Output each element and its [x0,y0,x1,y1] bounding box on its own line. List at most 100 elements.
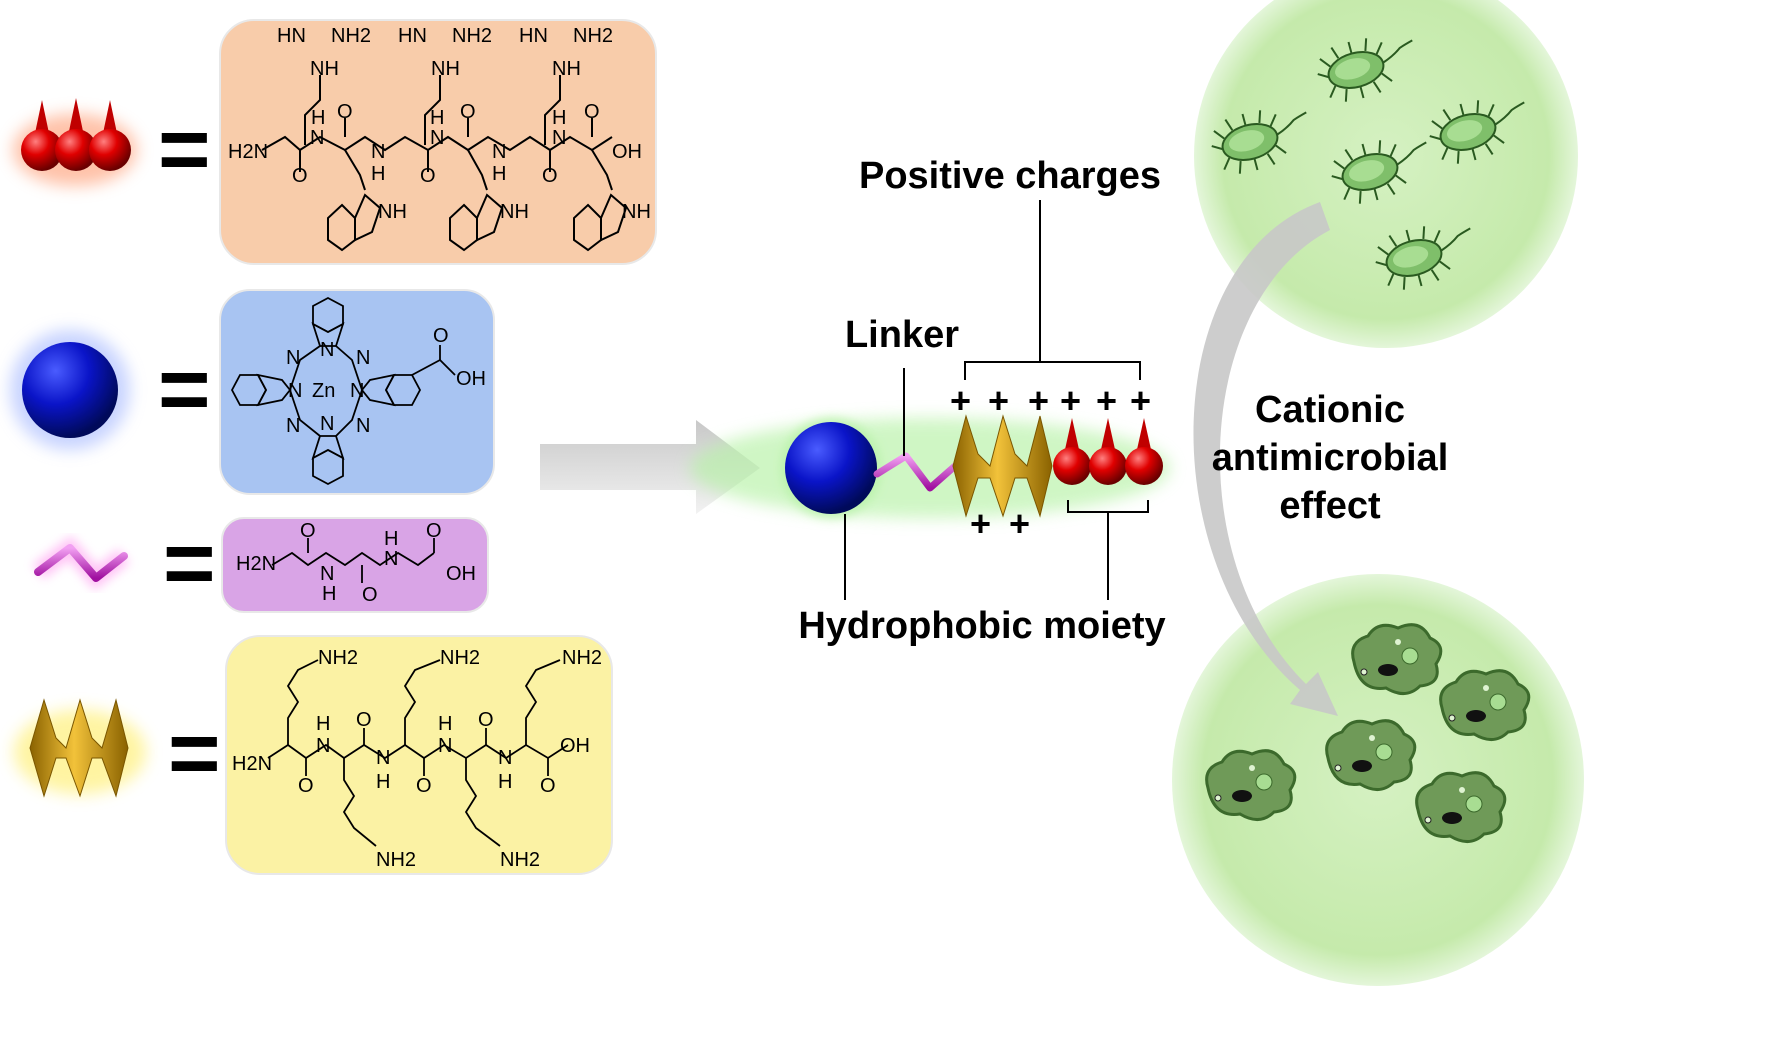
pink-linker-icon [32,535,130,591]
chem-label: NH2 [331,25,371,47]
positive-charge-signs: + + + + + + + + [950,380,1151,544]
annotation-lines [844,200,1149,600]
chem-label: NH2 [573,25,613,47]
chem-label: N [288,380,302,402]
plus-sign: + [1096,380,1117,421]
chem-label: NH [500,201,529,223]
chem-label: N [356,347,370,369]
chem-label: H [438,713,452,735]
chem-label: O [292,165,308,187]
chem-label: N [286,347,300,369]
chem-label: Zn [312,380,335,402]
effect-label: Cationic antimicrobial effect [1212,389,1449,527]
legend-row-lysine-peptide: = NH2 NH2 NH2 H2N H N O O N H O [14,635,613,875]
chem-label: N [552,127,566,149]
legend-row-red-peptide: = HN N [13,19,657,265]
chem-label: O [478,709,494,731]
chem-label: O [433,325,449,347]
chem-label: O [584,101,600,123]
live-bacterium [1429,100,1525,164]
chem-label: O [337,101,353,123]
equals-sign: = [168,704,221,804]
linker-labels: H2N O H N O H N O OH [236,520,476,606]
linker-segment [873,452,959,492]
chem-label: N [320,339,334,361]
chem-label: O [420,165,436,187]
live-bacterium [1331,140,1427,204]
chem-label: HN [277,25,306,47]
chem-label: N [371,141,385,163]
chem-label: H [311,107,325,129]
chem-label: N [384,548,398,570]
chem-label: HN [519,25,548,47]
conjugate-assembly [690,414,1170,518]
peptide-structure-box [219,19,657,265]
chem-label: NH [310,58,339,80]
chem-label: H [371,163,385,185]
chem-label: N [430,127,444,149]
plus-sign: + [1130,380,1151,421]
red-beads-icon [13,98,137,186]
trp-arg-structure [261,75,628,252]
chem-label: N [356,415,370,437]
chem-label: NH [431,58,460,80]
effect-label-line1: Cationic [1255,389,1405,431]
chem-label: H [492,163,506,185]
chem-label: NH [378,201,407,223]
chem-label: NH2 [318,647,358,669]
chem-label: H [430,107,444,129]
chem-label: H2N [232,753,272,775]
chem-label: OH [612,141,642,163]
chem-label: O [426,520,442,542]
live-bacterium [1375,226,1471,290]
chem-label: NH [552,58,581,80]
chem-label: NH2 [440,647,480,669]
plus-sign: + [988,380,1009,421]
plus-sign: + [1009,503,1030,544]
lysine-structure [267,659,569,847]
phthalocyanine-sphere [785,422,877,514]
chem-label: O [540,775,556,797]
chem-label: H [316,713,330,735]
effect-label-line2: antimicrobial [1212,437,1449,479]
chem-label: N [376,747,390,769]
chem-label: OH [456,368,486,390]
phthalocyanine-labels: N N N N N N N N Zn O OH [286,325,486,437]
lysine-spikes [952,414,1053,518]
chem-label: O [542,165,558,187]
linker-structure [271,538,435,583]
chem-label: NH [622,201,651,223]
chem-label: N [498,747,512,769]
positive-charges-label: Positive charges [859,155,1161,197]
chem-label: H [552,107,566,129]
chem-label: H [376,771,390,793]
plus-sign: + [950,380,971,421]
lysed-bacterium [1351,623,1443,695]
lysed-bacterium [1325,719,1417,791]
lysine-labels: NH2 NH2 NH2 H2N H N O O N H O H N O N H … [232,647,602,871]
chem-label: N [286,415,300,437]
chem-label: N [320,563,334,585]
chem-label: N [350,380,364,402]
chem-label: OH [560,735,590,757]
chem-label: NH2 [376,849,416,871]
equals-sign: = [158,100,211,200]
legend-row-zinc-phthalocyanine: = N N N N N N N N Zn [10,289,495,495]
petri-dish-live-bacteria [1194,0,1578,348]
plus-sign: + [1028,380,1049,421]
equals-sign: = [158,340,211,440]
chem-label: H [384,528,398,550]
linker-structure-box [221,517,489,613]
linker-label: Linker [845,314,959,356]
chem-label: H [322,583,336,605]
plus-sign: + [970,503,991,544]
hydrophobic-moiety-label: Hydrophobic moiety [798,605,1165,647]
gold-spikes-icon [14,698,146,798]
chem-label: N [438,735,452,757]
chem-label: O [298,775,314,797]
petri-dish-dead-bacteria [1172,574,1584,986]
phthalocyanine-structure [230,296,456,486]
chem-label: NH2 [500,849,540,871]
chem-label: N [316,735,330,757]
